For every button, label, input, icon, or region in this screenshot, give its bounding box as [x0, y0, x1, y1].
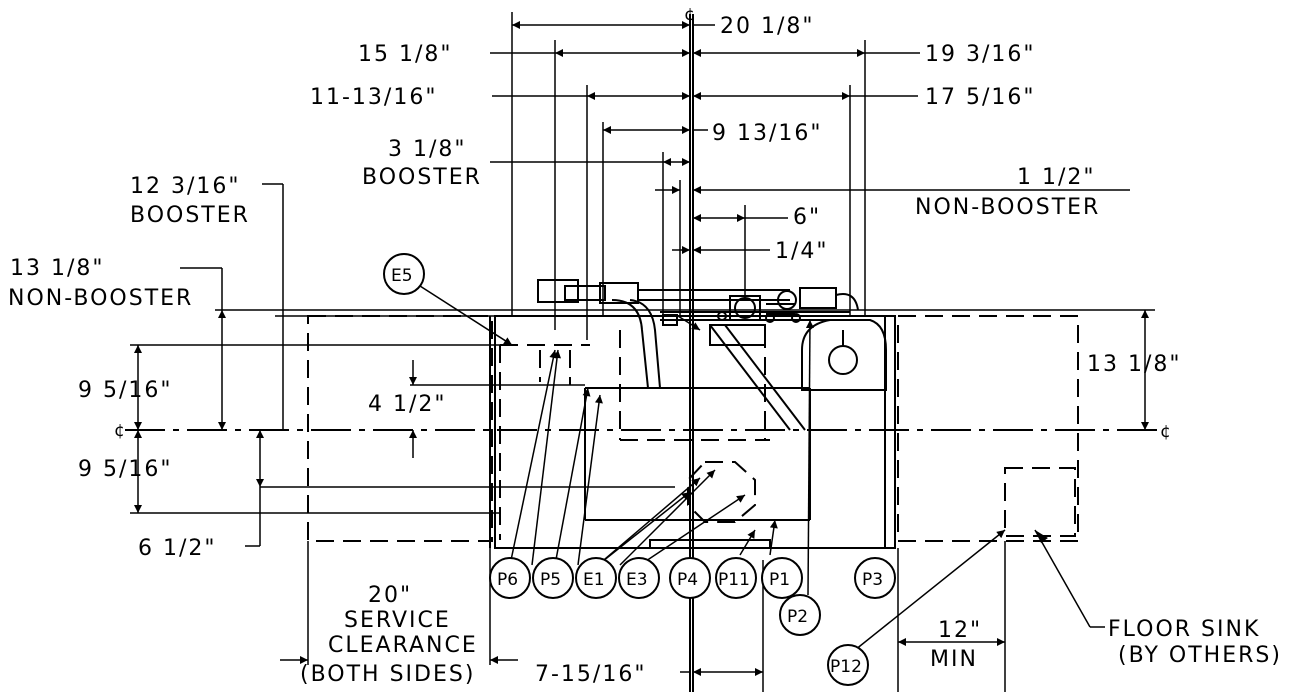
floor-sink [1004, 467, 1076, 537]
dim-label-4-1-2: 4 1/2" [368, 392, 447, 417]
dim-4-1-2: 4 1/2" [368, 360, 585, 458]
dim-label-9-5-16-upper: 9 5/16" [78, 378, 173, 403]
dim-3-1-8-booster: 3 1/8" BOOSTER [362, 137, 690, 316]
dim-label-9-13-16: 9 13/16" [712, 121, 823, 146]
service-note-3: CLEARANCE [328, 633, 478, 658]
dim-12-min: 12" MIN [897, 541, 1006, 692]
dim-label-9-5-16-lower: 9 5/16" [78, 457, 173, 482]
callout-e1: E1 [575, 557, 617, 599]
dim-11-13-16: 11-13/16" [310, 85, 690, 340]
dim-label-3-1-8: 3 1/8" [388, 137, 467, 162]
inner-chamber [499, 330, 770, 540]
dim-label-non-booster-left: NON-BOOSTER [8, 286, 193, 311]
dim-label-1-1-2: 1 1/2" [1017, 165, 1096, 190]
callout-p3: P3 [854, 557, 896, 599]
service-clearance-left [307, 315, 493, 542]
dim-9-13-16: 9 13/16" [602, 121, 823, 316]
dim-1-1-2-non-booster: 1 1/2" NON-BOOSTER [655, 165, 1130, 316]
service-note-4: (BOTH SIDES) [300, 662, 475, 687]
callout-p5: P5 [532, 557, 574, 599]
dim-label-non-booster-right: NON-BOOSTER [915, 195, 1100, 220]
centerline-symbol-top: ¢ [684, 5, 695, 25]
leader-lines [419, 285, 1006, 651]
dim-9-5-16-upper: 9 5/16" [78, 344, 500, 430]
dim-7-15-16: 7-15/16" [535, 560, 764, 692]
callout-e3: E3 [618, 557, 660, 599]
dim-6-1-2: 6 1/2" [138, 430, 675, 561]
callout-p11-label: P11 [718, 570, 750, 590]
service-note-1: 20" [368, 583, 412, 608]
dim-label-13-1-8-left: 13 1/8" [10, 256, 105, 281]
callout-p2: P2 [779, 594, 821, 636]
dim-9-5-16-lower: 9 5/16" [78, 430, 500, 514]
dim-label-6: 6" [793, 205, 821, 230]
dim-19-3-16: 19 3/16" [693, 40, 1036, 316]
callout-p2-label: P2 [787, 607, 808, 627]
callout-e1-label: E1 [583, 570, 605, 590]
dim-label-min: MIN [930, 647, 978, 672]
dim-6: 6" [693, 205, 821, 300]
centerline-symbol-left: ¢ [114, 421, 125, 441]
callout-p6: P6 [489, 557, 531, 599]
callout-p3-label: P3 [862, 570, 883, 590]
drain-outline [687, 461, 756, 523]
dim-20-1-8: 20 1/8" [511, 12, 815, 316]
callout-p12-label: P12 [830, 657, 862, 677]
callout-p1-label: P1 [769, 570, 790, 590]
dim-15-1-8: 15 1/8" [358, 40, 690, 330]
service-note-2: SERVICE [344, 608, 451, 633]
dim-17-5-16: 17 5/16" [693, 85, 1036, 316]
dim-13-1-8-right: 13 1/8" [1087, 310, 1182, 430]
service-clearance-right [897, 315, 1079, 542]
floor-sink-note-2: (BY OTHERS) [1118, 643, 1282, 668]
dim-label-12-3-16: 12 3/16" [130, 174, 241, 199]
floor-sink-note-1: FLOOR SINK [1108, 617, 1260, 642]
dim-label-7-15-16: 7-15/16" [535, 662, 646, 687]
dim-label-17-5-16: 17 5/16" [925, 85, 1036, 110]
dim-label-11-13-16: 11-13/16" [310, 85, 437, 110]
callout-p11: P11 [715, 557, 757, 599]
dim-label-booster: BOOSTER [362, 165, 482, 190]
callout-p5-label: P5 [540, 570, 561, 590]
callout-p12: P12 [827, 644, 869, 686]
callout-e5-label: E5 [391, 266, 413, 286]
callout-e5: E5 [383, 253, 425, 295]
horizontal-centerline: ¢ ¢ [114, 421, 1171, 442]
callout-p1: P1 [761, 557, 803, 599]
dim-label-1-4: 1/4" [775, 239, 829, 264]
dim-label-13-1-8-right: 13 1/8" [1087, 352, 1182, 377]
dim-label-20-1-8: 20 1/8" [720, 14, 815, 39]
callout-p4: P4 [669, 557, 711, 599]
dim-label-6-1-2: 6 1/2" [138, 536, 217, 561]
service-clearance-dimension: 20" SERVICE CLEARANCE (BOTH SIDES) [280, 541, 518, 687]
dim-label-15-1-8: 15 1/8" [358, 42, 453, 67]
callout-p4-label: P4 [677, 570, 698, 590]
dim-1-4: 1/4" [672, 239, 829, 264]
callout-p6-label: P6 [497, 570, 518, 590]
top-piping [537, 279, 859, 431]
dim-12-3-16-booster: 12 3/16" BOOSTER [130, 174, 500, 430]
floor-sink-note: FLOOR SINK (BY OTHERS) [1034, 529, 1282, 668]
centerline-symbol-right: ¢ [1160, 422, 1171, 442]
dim-label-booster-left: BOOSTER [130, 203, 250, 228]
dim-label-19-3-16: 19 3/16" [925, 42, 1036, 67]
callout-e3-label: E3 [626, 570, 648, 590]
dim-label-12: 12" [938, 618, 982, 643]
dim-13-1-8-non-booster-left: 13 1/8" NON-BOOSTER [8, 256, 1155, 430]
